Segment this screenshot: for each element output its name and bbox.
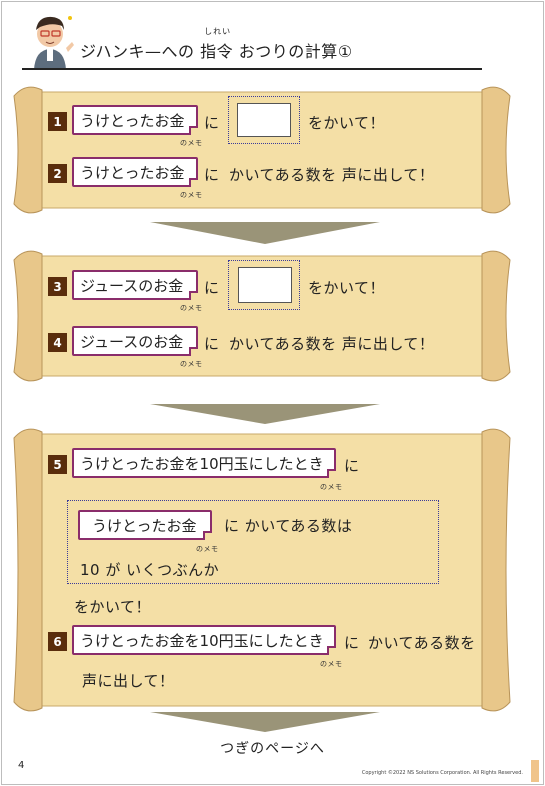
memo-tag: のメモ	[180, 304, 203, 312]
title-part-2: おつりの計算①	[238, 42, 353, 61]
inner-instruction-line-2: 10 が いくつぶんか	[80, 561, 220, 579]
memo-tag: のメモ	[180, 139, 203, 147]
memo-juice-price: ジュースのお金	[72, 326, 198, 356]
particle-ni: に	[204, 166, 220, 184]
instruction-scroll-2: 3 ジュースのお金 のメモ に をかいて！ 4 ジュースのお金 のメモ に かい…	[12, 246, 512, 386]
particle-ni: に	[344, 457, 360, 475]
title-part-1: ジハンキ—への	[80, 42, 195, 61]
answer-box-frame	[228, 260, 300, 310]
copyright-notice: Copyright ©2022 NS Solutions Corporation…	[361, 770, 523, 776]
memo-tag: のメモ	[320, 660, 343, 668]
step-number-3: 3	[48, 277, 67, 296]
down-arrow-icon	[150, 222, 380, 244]
step-1-instruction: をかいて！	[308, 114, 386, 132]
memo-received-money: うけとったお金	[72, 105, 198, 135]
memo-tag: のメモ	[320, 483, 343, 491]
page-title: ジハンキ—への 指令 しれい おつりの計算①	[80, 27, 353, 62]
step-5-instruction: をかいて！	[74, 598, 152, 616]
title-ruby-base: 指令	[200, 42, 234, 61]
memo-tag: のメモ	[180, 191, 203, 199]
title-rule	[22, 68, 482, 70]
next-page-link[interactable]: つぎのページへ	[220, 741, 325, 757]
step-6-instruction: かいてある数を	[368, 634, 476, 652]
title-ruby-reading: しれい	[204, 27, 232, 36]
down-arrow-icon	[150, 404, 380, 424]
answer-box[interactable]	[238, 267, 292, 303]
step-3-instruction: をかいて！	[308, 279, 386, 297]
memo-juice-price: ジュースのお金	[72, 270, 198, 300]
particle-ni: に	[204, 114, 220, 132]
step-4-instruction: かいてある数を 声に出して！	[229, 335, 435, 353]
page-number: 4	[18, 760, 25, 771]
particle-ni: に	[204, 279, 220, 297]
instruction-scroll-3: 5 うけとったお金を10円玉にしたとき のメモ に うけとったお金 のメモ に …	[12, 424, 512, 716]
scroll-background	[13, 428, 511, 712]
title-ruby: 指令しれい	[200, 27, 234, 62]
step-number-4: 4	[48, 333, 67, 352]
particle-ni: に	[344, 634, 360, 652]
answer-box[interactable]	[237, 103, 291, 137]
step-2-instruction: かいてある数を 声に出して！	[229, 166, 435, 184]
memo-received-in-10yen: うけとったお金を10円玉にしたとき	[72, 625, 336, 655]
memo-received-money: うけとったお金	[72, 157, 198, 187]
step-number-2: 2	[48, 164, 67, 183]
page-corner-tab	[531, 760, 539, 782]
down-arrow-icon	[150, 712, 380, 732]
inner-instruction-line-1: に かいてある数は	[224, 517, 353, 535]
step-number-1: 1	[48, 112, 67, 131]
memo-tag: のメモ	[196, 545, 219, 553]
memo-received-money: うけとったお金	[78, 510, 212, 540]
answer-box-frame	[228, 96, 300, 144]
memo-received-in-10yen: うけとったお金を10円玉にしたとき	[72, 448, 336, 478]
step-number-6: 6	[48, 632, 67, 651]
particle-ni: に	[204, 335, 220, 353]
instruction-scroll-1: 1 うけとったお金 のメモ に をかいて！ 2 うけとったお金 のメモ に かい…	[12, 82, 512, 218]
memo-tag: のメモ	[180, 360, 203, 368]
step-number-5: 5	[48, 455, 67, 474]
answer-expression-frame	[67, 500, 439, 584]
teacher-avatar-icon	[34, 16, 74, 70]
step-6-instruction-line-2: 声に出して！	[82, 672, 175, 690]
